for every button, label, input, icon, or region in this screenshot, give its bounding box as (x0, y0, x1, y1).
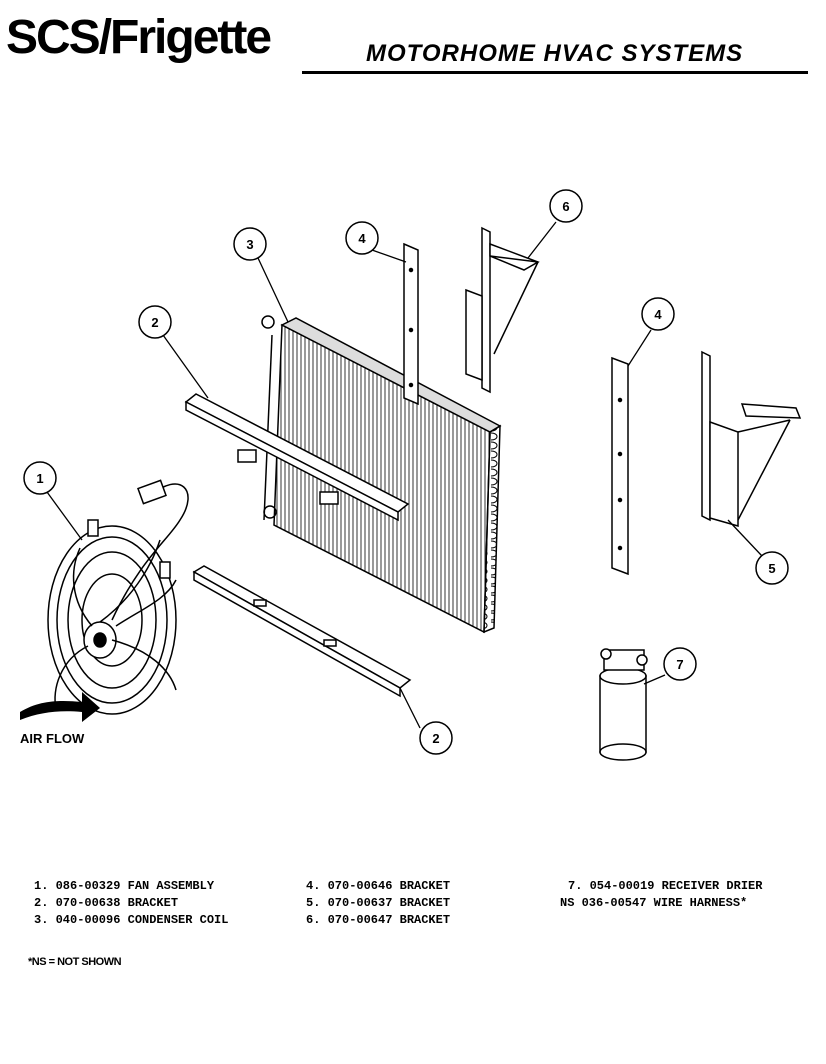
callout-4-center: 4 (345, 221, 379, 255)
svg-text:5: 5 (768, 561, 775, 576)
airflow-arrow (20, 692, 100, 722)
bracket-6 (465, 226, 540, 394)
page-subtitle: MOTORHOME HVAC SYSTEMS (366, 40, 744, 67)
parts-list-item: 2. 070-00638 BRACKET (34, 896, 179, 910)
svg-text:3: 3 (246, 237, 253, 252)
callout-3: 3 (233, 227, 267, 261)
callout-2-upper: 2 (138, 305, 172, 339)
receiver-drier (599, 648, 648, 761)
svg-text:6: 6 (562, 199, 569, 214)
callout-4-right: 4 (641, 297, 675, 331)
parts-list-column-1: 1. 086-00329 FAN ASSEMBLY 2. 070-00638 B… (34, 878, 228, 929)
bracket-4-right (611, 356, 629, 576)
callout-2-lower: 2 (419, 721, 453, 755)
parts-list-column-3: 7. 054-00019 RECEIVER DRIER NS 036-00547… (560, 878, 762, 912)
bracket-upper-2 (184, 393, 410, 522)
svg-text:4: 4 (358, 231, 366, 246)
callout-5: 5 (755, 551, 789, 585)
fan-assembly (47, 479, 189, 715)
parts-list-item: 3. 040-00096 CONDENSER COIL (34, 913, 229, 927)
callout-leaders (46, 221, 763, 729)
parts-list-column-2: 4. 070-00646 BRACKET 5. 070-00637 BRACKE… (306, 878, 450, 929)
parts-list-item: NS 036-00547 WIRE HARNESS* (560, 896, 748, 910)
parts-list-item: 6. 070-00647 BRACKET (306, 913, 451, 927)
callout-6: 6 (549, 189, 583, 223)
svg-text:2: 2 (432, 731, 439, 746)
airflow-label: AIR FLOW (20, 731, 85, 746)
svg-text:1: 1 (36, 471, 43, 486)
header-rule (302, 71, 808, 74)
svg-text:7: 7 (676, 657, 683, 672)
svg-text:4: 4 (654, 307, 662, 322)
bracket-4-center (403, 242, 419, 406)
parts-list-item: 4. 070-00646 BRACKET (306, 879, 451, 893)
brand-logo: SCS/Frigette (6, 11, 272, 64)
parts-list-item: 7. 054-00019 RECEIVER DRIER (568, 879, 763, 893)
parts-list-item: 5. 070-00637 BRACKET (306, 896, 451, 910)
bracket-5 (701, 350, 802, 527)
bracket-lower-2 (192, 565, 412, 698)
callout-7: 7 (663, 647, 697, 681)
condenser-coil (261, 315, 502, 634)
svg-text:2: 2 (151, 315, 158, 330)
callout-1: 1 (23, 461, 57, 495)
footnote: *NS = NOT SHOWN (28, 956, 122, 968)
parts-list-item: 1. 086-00329 FAN ASSEMBLY (34, 879, 215, 893)
